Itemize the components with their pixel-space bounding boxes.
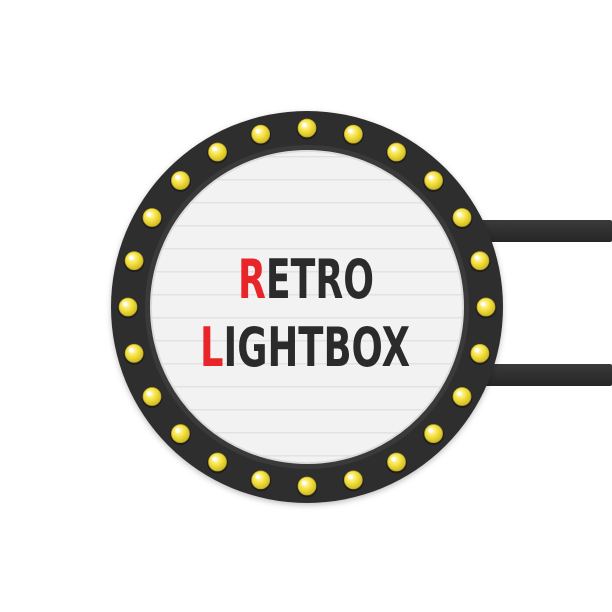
marquee-bulb-icon — [250, 124, 272, 146]
marquee-bulb-icon — [141, 387, 163, 408]
marquee-bulb-icon — [123, 251, 145, 273]
marquee-bulb-icon — [423, 170, 445, 192]
marquee-bulb-icon — [451, 387, 473, 408]
marquee-bulbs — [117, 118, 497, 498]
marquee-bulb-icon — [423, 424, 445, 446]
panel-line — [151, 294, 463, 296]
marquee-bulb-icon — [250, 470, 272, 492]
sign-line-2-rest: IGHTBOX — [223, 316, 410, 379]
marquee-bulb-icon — [296, 118, 318, 140]
marquee-bulb-icon — [386, 452, 407, 474]
panel-line — [151, 340, 463, 342]
panel-line — [151, 455, 463, 457]
accent-letter-l: L — [200, 316, 223, 379]
panel-line — [151, 317, 463, 319]
marquee-bulb-icon — [141, 208, 163, 229]
panel-line — [151, 409, 463, 411]
panel-line — [151, 271, 463, 273]
panel-line — [151, 202, 463, 204]
panel-line — [151, 363, 463, 365]
sign-line-2: LIGHTBOX — [200, 316, 410, 379]
marquee-bulb-icon — [169, 170, 191, 192]
marquee-bulb-icon — [469, 251, 491, 273]
panel-line — [151, 225, 463, 227]
marquee-bulb-icon — [207, 142, 228, 164]
marquee-bulb-icon — [451, 208, 473, 229]
bracket-arm-bottom — [470, 364, 612, 386]
sign-line-1: RETRO — [238, 248, 374, 311]
bracket-arm-top — [470, 220, 612, 242]
panel-line — [151, 432, 463, 434]
marquee-bulb-icon — [296, 476, 318, 498]
light-panel — [150, 150, 464, 464]
sign-line-1-rest: ETRO — [266, 248, 374, 311]
panel-line — [151, 386, 463, 388]
accent-letter-r: R — [238, 248, 266, 311]
marquee-bulb-icon — [342, 124, 364, 146]
marquee-bulb-icon — [169, 424, 191, 446]
marquee-bulb-icon — [207, 452, 228, 474]
panel-line — [151, 248, 463, 250]
marquee-bulb-icon — [386, 142, 407, 164]
panel-line — [151, 179, 463, 181]
marquee-bulb-icon — [475, 297, 497, 319]
marquee-bulb-icon — [123, 343, 145, 365]
marquee-bulb-icon — [342, 470, 364, 492]
marquee-bulb-icon — [117, 297, 139, 319]
marquee-bulb-icon — [469, 343, 491, 365]
panel-line — [151, 156, 463, 158]
